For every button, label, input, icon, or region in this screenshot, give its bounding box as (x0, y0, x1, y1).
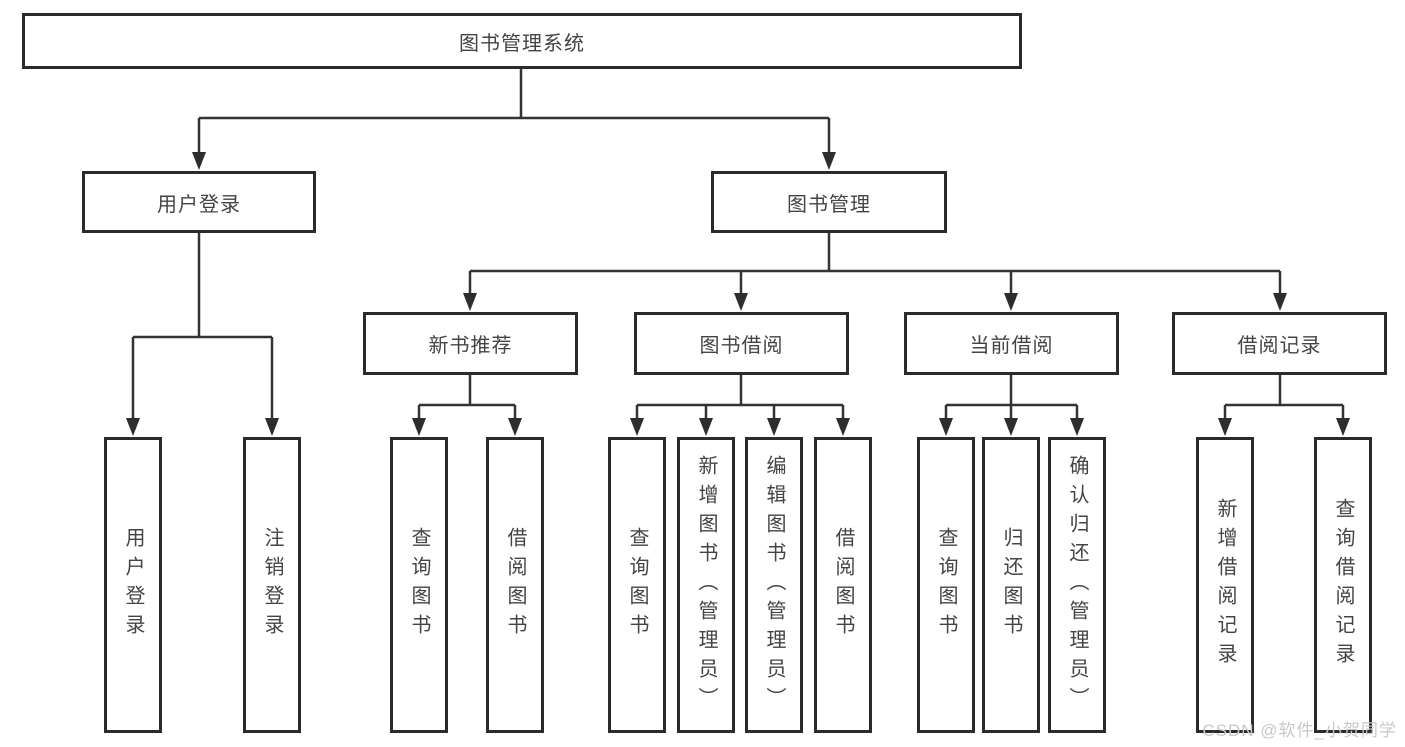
leaf-confirm-return-admin-label: 确认归还（管理员） (1066, 454, 1088, 716)
leaf-add-book-admin: 新增图书（管理员） (677, 437, 735, 733)
sub-current-borrow-label: 当前借阅 (969, 335, 1054, 357)
leaf-user-login-label: 用户登录 (122, 527, 144, 643)
sub-new-book-recommend-label: 新书推荐 (428, 335, 513, 357)
leaf-add-borrow-record-label: 新增借阅记录 (1214, 498, 1236, 672)
leaf-current-query-book-label: 查询图书 (935, 527, 957, 643)
leaf-borrow-book-label: 借阅图书 (832, 527, 854, 643)
leaf-edit-book-admin: 编辑图书（管理员） (745, 437, 803, 733)
leaf-borrow-book: 借阅图书 (814, 437, 872, 733)
leaf-query-borrow-record-label: 查询借阅记录 (1332, 498, 1354, 672)
sub-current-borrow: 当前借阅 (904, 312, 1119, 375)
leaf-return-book: 归还图书 (982, 437, 1040, 733)
branch-user-login: 用户登录 (82, 171, 316, 233)
leaf-query-borrow-record: 查询借阅记录 (1314, 437, 1372, 733)
leaf-current-query-book: 查询图书 (917, 437, 975, 733)
branch-book-management: 图书管理 (711, 171, 947, 233)
sub-book-borrow: 图书借阅 (634, 312, 849, 375)
leaf-recommend-borrow-book-label: 借阅图书 (504, 527, 526, 643)
csdn-watermark: CSDN @软件_小贺同学 (1202, 721, 1397, 740)
root-node-label: 图书管理系统 (459, 32, 585, 55)
leaf-borrow-query-book-label: 查询图书 (626, 527, 648, 643)
branch-book-management-label: 图书管理 (787, 193, 871, 216)
sub-borrow-records-label: 借阅记录 (1237, 335, 1322, 357)
leaf-recommend-borrow-book: 借阅图书 (486, 437, 544, 733)
leaf-return-book-label: 归还图书 (1000, 527, 1022, 643)
leaf-logout-label: 注销登录 (261, 527, 283, 643)
leaf-borrow-query-book: 查询图书 (608, 437, 666, 733)
leaf-add-book-admin-label: 新增图书（管理员） (695, 454, 717, 716)
leaf-add-borrow-record: 新增借阅记录 (1196, 437, 1254, 733)
sub-new-book-recommend: 新书推荐 (363, 312, 578, 375)
leaf-recommend-query-book-label: 查询图书 (408, 527, 430, 643)
branch-user-login-label: 用户登录 (157, 193, 241, 216)
sub-borrow-records: 借阅记录 (1172, 312, 1387, 375)
root-node-library-system: 图书管理系统 (22, 13, 1022, 69)
leaf-confirm-return-admin: 确认归还（管理员） (1048, 437, 1106, 733)
sub-book-borrow-label: 图书借阅 (699, 335, 784, 357)
leaf-edit-book-admin-label: 编辑图书（管理员） (763, 454, 785, 716)
leaf-user-login: 用户登录 (104, 437, 162, 733)
leaf-recommend-query-book: 查询图书 (390, 437, 448, 733)
leaf-logout: 注销登录 (243, 437, 301, 733)
